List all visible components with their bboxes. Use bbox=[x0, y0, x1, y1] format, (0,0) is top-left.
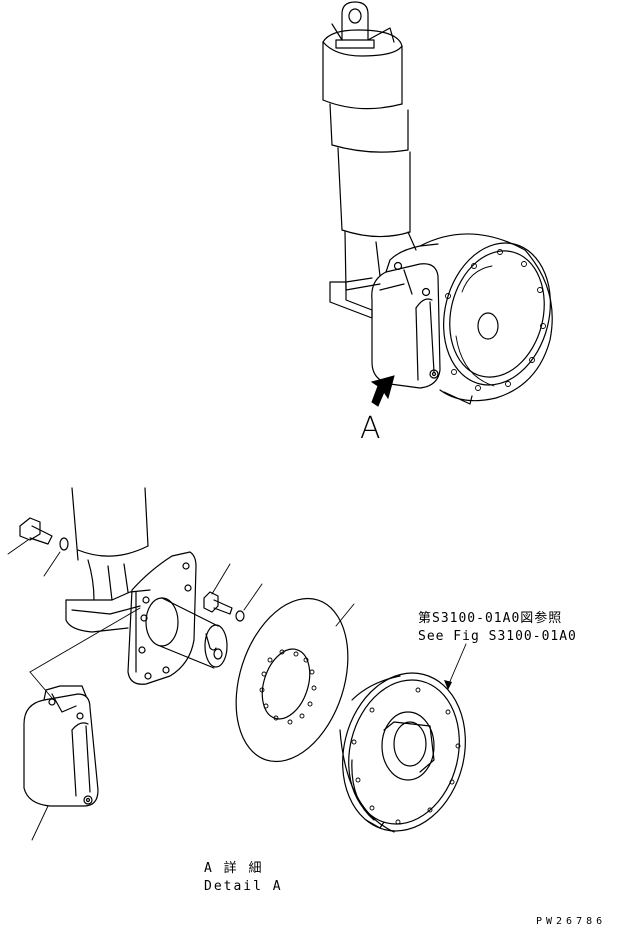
washer-left bbox=[59, 537, 69, 551]
drawing-code: PW26786 bbox=[536, 916, 606, 927]
detail-label-en: Detail A bbox=[204, 879, 283, 894]
washer-center bbox=[235, 610, 245, 622]
strut-cylinder bbox=[322, 29, 417, 291]
detail-label-jp: A 詳 細 bbox=[204, 860, 263, 876]
strut-lower bbox=[65, 487, 151, 633]
brake-disc bbox=[235, 597, 349, 763]
upper-assembly: A bbox=[322, 1, 553, 446]
callout-letter-a: A bbox=[360, 411, 381, 446]
cylinder-clevis bbox=[331, 1, 395, 49]
leader-lines bbox=[7, 539, 467, 841]
wheel-hub-detail bbox=[339, 672, 466, 833]
reference-label-en: See Fig S3100-01A0 bbox=[418, 629, 577, 644]
caliper-bolt-left bbox=[19, 517, 53, 545]
view-arrow-icon bbox=[370, 375, 395, 407]
brake-caliper-upper bbox=[371, 243, 441, 389]
reference-label-jp: 第S3100-01A0図参照 bbox=[418, 610, 562, 626]
spindle-flange bbox=[127, 551, 197, 685]
spindle-shaft bbox=[145, 597, 228, 669]
flange-bolt bbox=[203, 591, 233, 615]
detail-a-assembly bbox=[7, 487, 467, 841]
brake-caliper-detail bbox=[23, 685, 99, 807]
wheel-hub-upper bbox=[419, 233, 553, 405]
